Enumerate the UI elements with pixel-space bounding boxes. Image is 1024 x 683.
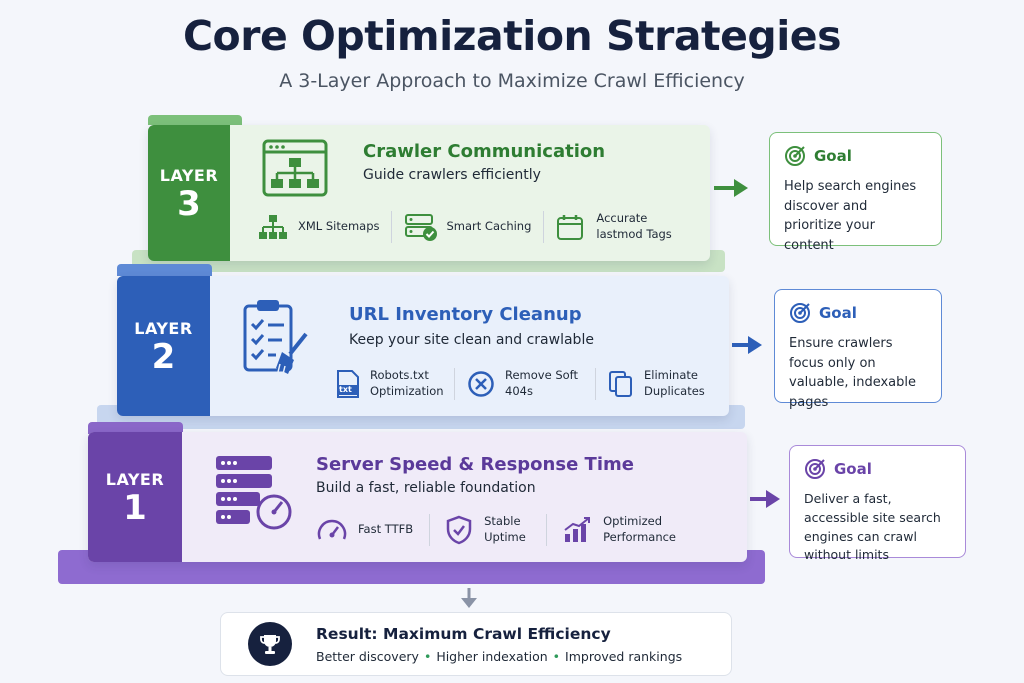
feature-label: Smart Caching [446, 219, 532, 234]
result-title: Result: Maximum Crawl Efficiency [316, 624, 611, 643]
feature-fast-ttfb: Fast TTFB [316, 517, 413, 543]
layer-3-number: 3 [177, 183, 201, 224]
trophy-badge [248, 622, 292, 666]
feature-label: Accurate lastmod Tags [596, 211, 672, 241]
layer-1-body: Server Speed & Response Time Build a fas… [182, 432, 747, 562]
feature-divider [546, 514, 548, 546]
feature-label: Fast TTFB [358, 522, 414, 537]
feature-soft-404s: Remove Soft 404s [467, 368, 583, 399]
goal-text: Ensure crawlers focus only on valuable, … [789, 336, 916, 410]
feature-xml-sitemaps: XML Sitemaps [258, 213, 379, 241]
server-check-icon [405, 214, 438, 241]
feature-lastmod-tags: Accurate lastmod Tags [556, 211, 684, 242]
page-title: Core Optimization Strategies [182, 12, 842, 60]
feature-smart-caching: Smart Caching [404, 212, 531, 242]
goal-label: Goal [819, 304, 857, 322]
txt-file-icon-label: txt [339, 385, 352, 394]
layer-2-description: Keep your site clean and crawlable [349, 332, 594, 348]
feature-robots-txt: txt Robots.txt Optimization [336, 368, 444, 399]
result-benefit: Improved rankings [565, 648, 683, 664]
layer-3-tab-shade [148, 115, 242, 125]
trophy-icon [260, 635, 280, 654]
goal-card-layer-2: Goal Ensure crawlers focus only on valua… [774, 289, 942, 410]
target-icon [805, 459, 825, 479]
bar-chart-icon [564, 517, 591, 542]
x-circle-icon [468, 371, 494, 397]
result-benefits: Better discovery•Higher indexation•Impro… [316, 649, 682, 664]
speedometer-icon [317, 519, 347, 540]
result-benefit: Higher indexation [436, 648, 548, 664]
layer-2-heading: URL Inventory Cleanup [349, 304, 582, 325]
target-icon [785, 146, 805, 166]
feature-label: Eliminate Duplicates [644, 368, 705, 398]
goal-head: Goal [804, 458, 951, 480]
layer-3-tab: LAYER 3 [148, 125, 230, 261]
goal-label: Goal [814, 147, 852, 165]
page-subtitle: A 3-Layer Approach to Maximize Crawl Eff… [279, 70, 745, 92]
layer-1-tab-shade [88, 422, 183, 434]
goal-card-layer-1: Goal Deliver a fast, accessible site sea… [789, 445, 966, 562]
goal-head: Goal [784, 145, 927, 167]
feature-divider [595, 368, 596, 400]
layer-3-label: LAYER [159, 165, 219, 185]
bullet-dot: • [552, 648, 561, 664]
layer-1-features: Fast TTFB Stable Uptime Optim [316, 514, 683, 546]
shield-check-icon [446, 515, 472, 545]
goal-label: Goal [834, 460, 872, 478]
layer-2-features: txt Robots.txt Optimization Remove Soft … [336, 368, 708, 400]
feature-duplicates: Eliminate Duplicates [608, 368, 708, 399]
feature-label: XML Sitemaps [298, 219, 380, 234]
layer-1-description: Build a fast, reliable foundation [316, 480, 536, 496]
feature-divider [391, 211, 393, 243]
layer-1-card: LAYER 1 Server Speed & Response Time Bui… [88, 432, 747, 562]
goal-head: Goal [789, 302, 927, 324]
target-icon [790, 303, 810, 323]
layer-3-body: Crawler Communication Guide crawlers eff… [230, 125, 710, 261]
feature-label: Optimized Performance [603, 514, 676, 544]
server-gauge-icon [216, 456, 292, 530]
result-text: Result: Maximum Crawl Efficiency Better … [316, 625, 682, 664]
arrow-right-icon [714, 179, 748, 197]
feature-label: Remove Soft 404s [505, 368, 579, 398]
goal-card-layer-3: Goal Help search engines discover and pr… [769, 132, 942, 253]
feature-optimized-performance: Optimized Performance [563, 514, 683, 545]
arrow-right-icon [750, 490, 780, 508]
feature-label: Robots.txt Optimization [370, 368, 444, 398]
feature-divider [429, 514, 431, 546]
clipboard-broom-icon [243, 300, 308, 375]
layer-1-number: 1 [123, 487, 147, 528]
arrow-right-icon [732, 336, 762, 354]
calendar-icon [557, 215, 584, 240]
feature-stable-uptime: Stable Uptime [446, 514, 530, 545]
bullet-dot: • [423, 648, 432, 664]
layer-1-label: LAYER [105, 469, 165, 489]
feature-divider [454, 368, 455, 400]
txt-file-icon: txt [336, 369, 360, 399]
result-card: Result: Maximum Crawl Efficiency Better … [220, 612, 732, 676]
goal-text: Deliver a fast, accessible site search e… [804, 491, 941, 563]
layer-2-body: URL Inventory Cleanup Keep your site cle… [210, 276, 729, 416]
layer-2-card: LAYER 2 URL Inventory Cleanup Keep your … [117, 276, 729, 416]
layer-1-heading: Server Speed & Response Time [316, 454, 634, 475]
sitemap-window-icon [262, 139, 328, 197]
hierarchy-icon [259, 215, 287, 239]
feature-divider [543, 211, 545, 243]
layer-1-tab: LAYER 1 [88, 432, 182, 562]
layer-3-heading: Crawler Communication [363, 141, 606, 162]
layer-2-tab: LAYER 2 [117, 276, 210, 416]
layer-3-features: XML Sitemaps Smart Caching [258, 211, 684, 243]
layer-2-tab-shade [117, 264, 212, 276]
layer-3-card: LAYER 3 Crawler Communication Guide craw… [148, 125, 710, 261]
layer-2-number: 2 [151, 336, 176, 377]
feature-label: Stable Uptime [484, 514, 526, 544]
layer-2-label: LAYER [134, 318, 193, 338]
layer-3-description: Guide crawlers efficiently [363, 167, 541, 183]
goal-text: Help search engines discover and priorit… [784, 179, 917, 253]
result-benefit: Better discovery [316, 648, 419, 664]
arrow-down-icon [461, 588, 477, 608]
duplicate-icon [609, 371, 632, 397]
